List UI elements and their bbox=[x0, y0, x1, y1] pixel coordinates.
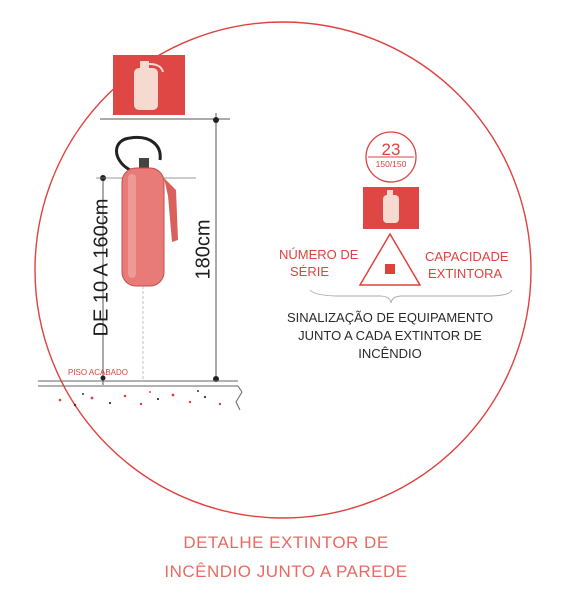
serial-label-line2: SÉRIE bbox=[290, 264, 330, 279]
signage-number-badge bbox=[365, 131, 417, 183]
dimension-sign-label: 180cm bbox=[192, 219, 215, 280]
fire-extinguisher-icon bbox=[115, 135, 178, 380]
signage-description-line3: INCÊNDIO bbox=[358, 346, 422, 361]
signage-description-line1: SINALIZAÇÃO DE EQUIPAMENTO bbox=[286, 310, 494, 325]
extinguisher-sign-icon bbox=[113, 55, 185, 115]
dimension-160-line bbox=[96, 175, 196, 385]
detail-circle bbox=[34, 21, 532, 519]
extinguisher-small-sign-icon bbox=[363, 187, 419, 229]
floor-label: PISO ACABADO bbox=[68, 368, 129, 377]
caption-line1: DETALHE EXTINTOR DE bbox=[183, 533, 389, 552]
capacity-label-line2: EXTINTORA bbox=[428, 266, 503, 281]
finished-floor bbox=[38, 380, 243, 411]
serial-number: 23 bbox=[381, 140, 401, 159]
serial-fraction: 150/150 bbox=[375, 159, 407, 169]
signage-brace bbox=[309, 289, 513, 304]
dimension-range-label: DE 10 A 160cm bbox=[90, 198, 113, 337]
signage-description-line2: JUNTO A CADA EXTINTOR DE bbox=[298, 328, 482, 343]
hazard-triangle-icon bbox=[358, 232, 422, 286]
capacity-label-line1: CAPACIDADE bbox=[425, 249, 509, 264]
caption-line2: INCÊNDIO JUNTO A PAREDE bbox=[164, 562, 408, 581]
serial-label-line1: NÚMERO DE bbox=[279, 247, 359, 262]
